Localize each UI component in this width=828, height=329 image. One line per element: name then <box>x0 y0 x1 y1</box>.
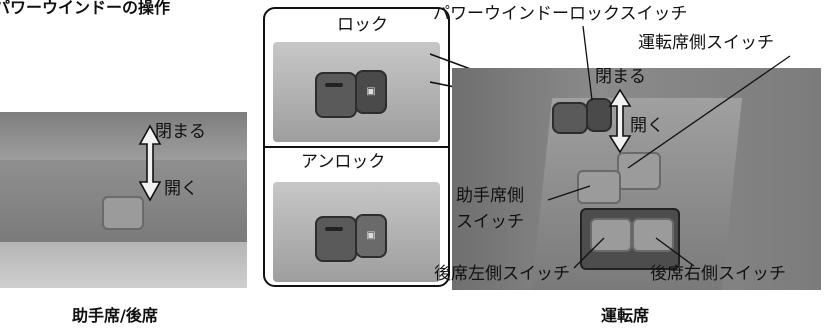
rear-left-switch-label: 後席左側スイッチ <box>434 264 570 284</box>
rear-left-switch <box>590 218 632 252</box>
inset-lock-label: ロック <box>337 15 388 35</box>
right-open-label: 開く <box>630 116 664 136</box>
passenger-door-photo <box>0 112 247 288</box>
inset-unlock-window-button-slot <box>325 227 343 231</box>
right-caption: 運転席 <box>601 306 650 325</box>
lock-switch-label: パワーウインドーロックスイッチ <box>433 4 688 24</box>
leader-lock-switch <box>582 25 593 101</box>
up-down-arrow-icon <box>138 124 162 202</box>
inset-unlock-photo: ▣ <box>273 182 440 282</box>
leader-passenger-switch <box>547 185 591 201</box>
driver-lock-button <box>586 98 612 132</box>
leader-rear-left <box>573 237 605 269</box>
inset-lock-window-button-slot <box>325 83 343 87</box>
door-armrest <box>0 242 247 288</box>
driver-lock-window-button <box>552 102 588 134</box>
passenger-switch-label-1: 助手席側 <box>456 186 524 206</box>
inset-unlock-button: ▣ <box>355 214 387 258</box>
up-down-arrow-icon-right <box>608 88 632 154</box>
passenger-switch-label-2: スイッチ <box>456 212 524 232</box>
passenger-window-switch <box>102 196 144 230</box>
inset-unlock-label: アンロック <box>301 152 386 172</box>
inset-lock-window-button <box>315 72 357 118</box>
left-open-label: 開く <box>164 179 198 199</box>
inset-divider <box>265 146 448 148</box>
rear-right-switch <box>632 218 674 252</box>
left-caption: 助手席/後席 <box>72 306 158 325</box>
driver-side-switch <box>617 152 661 190</box>
inset-unlock-padlock-icon: ▣ <box>366 230 376 241</box>
driver-door-photo <box>452 68 821 290</box>
leader-rear-right <box>655 237 695 267</box>
inset-lock-button: ▣ <box>355 70 387 114</box>
rear-right-switch-label: 後席右側スイッチ <box>650 264 786 284</box>
leader-driver-switch <box>627 55 791 169</box>
right-close-label: 閉まる <box>595 67 646 87</box>
inset-lock-photo: ▣ <box>273 42 440 142</box>
inset-unlock-window-button <box>315 216 357 262</box>
driver-switch-label: 運転席側スイッチ <box>638 33 774 53</box>
page-header: パワーウインドーの操作 <box>0 0 171 17</box>
passenger-side-switch-on-driver <box>577 170 621 204</box>
inset-lock-padlock-icon: ▣ <box>366 86 376 97</box>
left-close-label: 閉まる <box>155 122 206 142</box>
lock-switch-inset: ロック ▣ アンロック ▣ <box>263 7 450 287</box>
door-trim-strip <box>0 112 247 160</box>
